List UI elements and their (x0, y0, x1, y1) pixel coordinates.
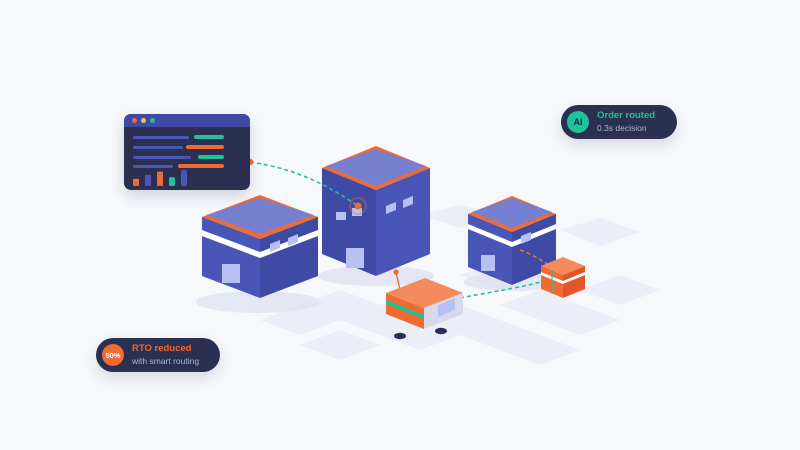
route-hub-to-parcel (519, 249, 553, 267)
order-routed-notification: AI Order routed 0.3s decision (561, 105, 677, 139)
parcel-box (541, 257, 585, 298)
warehouse-right (468, 196, 556, 285)
mini-bar (181, 170, 187, 186)
mini-bar (157, 171, 163, 186)
window-dot-red (132, 118, 137, 123)
percent-badge-icon: 50% (102, 344, 124, 366)
mini-bar (169, 177, 175, 186)
window-dot-teal (150, 118, 155, 123)
mini-bar (133, 178, 139, 186)
mini-bar (145, 174, 151, 186)
warehouse-left (202, 195, 318, 298)
delivery-truck (386, 269, 463, 340)
mini-bar-chart (133, 170, 187, 186)
route-lines (249, 161, 553, 299)
route-node-hub-ring (349, 197, 367, 215)
rto-reduced-title: RTO reduced (132, 343, 192, 354)
order-routed-text: Order routed 0.3s decision (597, 110, 655, 134)
warehouse-center (322, 146, 430, 276)
route-node-hub (354, 202, 362, 210)
rto-reduced-subtitle: with smart routing (132, 356, 200, 366)
ai-badge-icon: AI (567, 111, 589, 133)
floor-tiles (260, 205, 660, 365)
analytics-dashboard-window (124, 114, 250, 190)
dashboard-content (133, 135, 224, 186)
rto-reduced-text: RTO reduced with smart routing (132, 343, 199, 367)
order-routed-subtitle: 0.3s decision (597, 123, 647, 133)
window-dot-yellow (141, 118, 146, 123)
route-dashboard-to-hub (249, 161, 359, 207)
order-routed-title: Order routed (597, 110, 656, 121)
window-titlebar (124, 114, 250, 127)
rto-reduced-notification: 50% RTO reduced with smart routing (96, 338, 220, 372)
route-truck-to-parcel (459, 279, 549, 299)
